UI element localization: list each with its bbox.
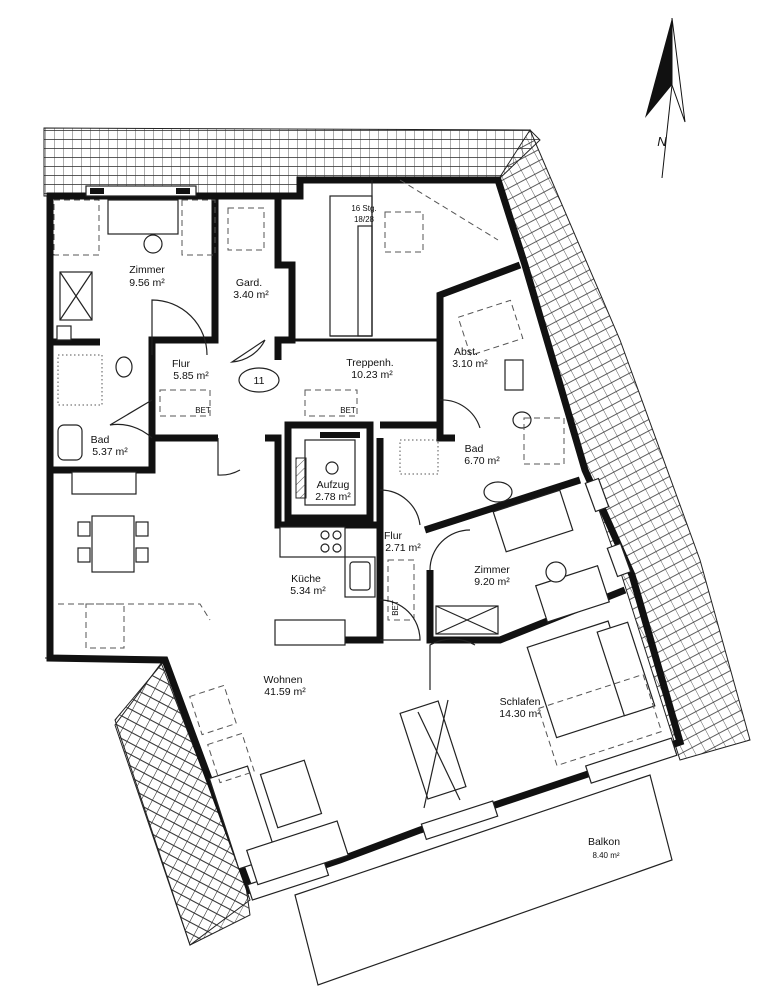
room-balkon: Balkon 8.40 m² [588, 836, 620, 860]
stair-note: 16 Stg. 18/28 [351, 204, 376, 224]
svg-text:14.30 m²: 14.30 m² [499, 708, 541, 720]
room-bad-2: Bad 6.70 m² [464, 443, 500, 467]
svg-text:Wohnen: Wohnen [264, 674, 303, 686]
bet-label: BET [195, 406, 211, 415]
furniture [53, 199, 663, 886]
room-zimmer-2: Zimmer 9.20 m² [474, 564, 510, 588]
svg-text:Schlafen: Schlafen [500, 696, 541, 708]
svg-text:Küche: Küche [291, 573, 321, 585]
stair-steps: 16 Stg. [351, 204, 376, 213]
unit-number-marker: 11 [238, 367, 280, 393]
bet-label: BET [391, 600, 400, 616]
roof-hatching [43, 127, 751, 946]
room-labels: Zimmer 9.56 m² Gard. 3.40 m² Flur 5.85 m… [91, 264, 621, 860]
room-aufzug: Aufzug 2.78 m² [315, 479, 351, 503]
svg-text:Bad: Bad [465, 443, 484, 455]
bet-label: BET [340, 406, 356, 415]
north-label: N [657, 134, 667, 149]
door-swings [109, 299, 481, 690]
svg-text:Zimmer: Zimmer [474, 564, 510, 576]
elevator [295, 432, 360, 506]
svg-text:Flur: Flur [384, 530, 403, 542]
room-schlafen: Schlafen 14.30 m² [499, 696, 541, 720]
room-flur-2: Flur 2.71 m² [384, 530, 421, 554]
svg-text:6.70 m²: 6.70 m² [464, 455, 500, 467]
room-abstellraum: Abst. 3.10 m² [452, 346, 488, 370]
svg-text:9.20 m²: 9.20 m² [474, 576, 510, 588]
svg-text:2.71 m²: 2.71 m² [385, 542, 421, 554]
svg-text:8.40 m²: 8.40 m² [592, 851, 619, 860]
room-flur-1: Flur 5.85 m² [172, 358, 209, 382]
room-kueche: Küche 5.34 m² [290, 573, 326, 597]
svg-text:9.56 m²: 9.56 m² [129, 277, 165, 289]
svg-text:10.23 m²: 10.23 m² [351, 369, 393, 381]
balkon-area [294, 774, 673, 986]
svg-text:Gard.: Gard. [236, 277, 262, 289]
svg-text:Aufzug: Aufzug [317, 479, 350, 491]
svg-text:5.85 m²: 5.85 m² [173, 370, 209, 382]
room-wohnen: Wohnen 41.59 m² [264, 674, 307, 698]
room-bad-1: Bad 5.37 m² [91, 434, 129, 458]
bet-labels: BET BET BET [195, 406, 400, 616]
north-arrow-icon: N [645, 17, 686, 179]
svg-text:Balkon: Balkon [588, 836, 620, 848]
windows [85, 185, 678, 901]
stair-ratio: 18/28 [354, 215, 375, 224]
svg-text:41.59 m²: 41.59 m² [264, 686, 306, 698]
room-gard: Gard. 3.40 m² [233, 277, 269, 301]
svg-text:2.78 m²: 2.78 m² [315, 491, 351, 503]
svg-text:Flur: Flur [172, 358, 191, 370]
room-treppenhaus: Treppenh. 10.23 m² [346, 357, 393, 381]
svg-text:Bad: Bad [91, 434, 110, 446]
staircase [329, 179, 499, 337]
svg-text:3.10 m²: 3.10 m² [452, 358, 488, 370]
unit-number: 11 [254, 375, 265, 387]
svg-text:Treppenh.: Treppenh. [346, 357, 393, 369]
interior-walls [50, 196, 627, 644]
svg-text:Zimmer: Zimmer [129, 264, 165, 276]
room-zimmer-1: Zimmer 9.56 m² [129, 264, 165, 289]
svg-text:5.37 m²: 5.37 m² [92, 446, 128, 458]
svg-text:3.40 m²: 3.40 m² [233, 289, 269, 301]
svg-text:Abst.: Abst. [454, 346, 478, 358]
svg-text:5.34 m²: 5.34 m² [290, 585, 326, 597]
